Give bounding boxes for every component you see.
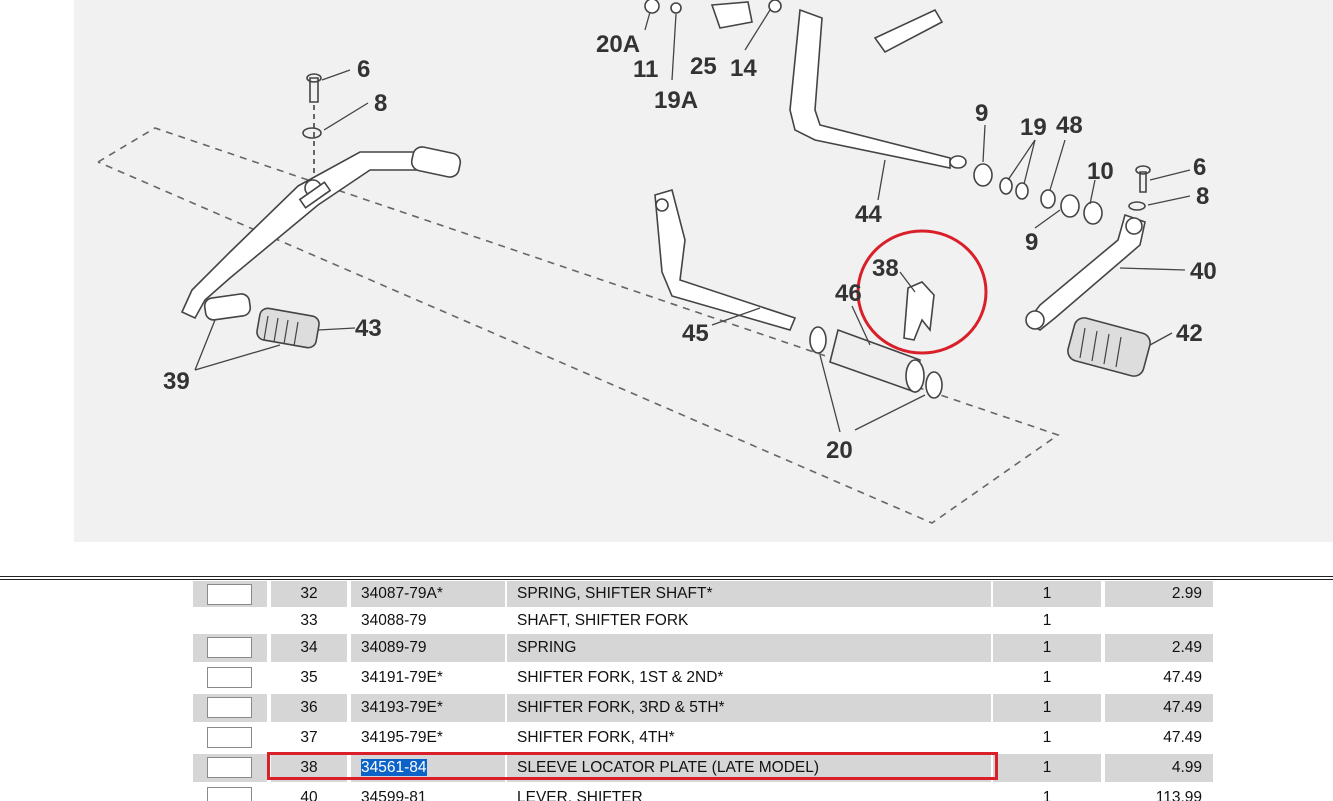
ref-number: 35 <box>300 669 318 686</box>
ref-number: 33 <box>300 612 318 629</box>
callout-label: 25 <box>690 53 717 80</box>
callout-label: 10 <box>1087 158 1114 185</box>
quantity-input[interactable] <box>207 584 252 605</box>
table-row: 37 34195-79E* SHIFTER FORK, 4TH* 1 47.49 <box>193 724 1213 752</box>
part-description: SHAFT, SHIFTER FORK <box>517 612 689 629</box>
part-quantity: 1 <box>1042 729 1052 746</box>
ref-number: 37 <box>300 729 318 746</box>
callout-label: 40 <box>1190 258 1217 285</box>
part-quantity: 1 <box>993 694 1101 722</box>
callout-label: 9 <box>975 100 988 127</box>
part-number: 34193-79E* <box>351 694 505 722</box>
callout-label: 6 <box>1193 154 1206 181</box>
part-quantity: 1 <box>993 754 1101 782</box>
callout-label: 14 <box>730 55 757 82</box>
part-number: 34089-79 <box>351 634 505 662</box>
callout-label: 20 <box>826 437 853 464</box>
callout-label: 39 <box>163 368 190 395</box>
parts-table: 32 34087-79A* SPRING, SHIFTER SHAFT* 1 2… <box>0 580 1333 801</box>
table-row: 33 34088-79 SHAFT, SHIFTER FORK 1 <box>193 608 1213 634</box>
part-number: 34195-79E* <box>361 729 443 746</box>
exploded-parts-diagram: 20A 11 25 14 19A 6 8 39 43 9 19 48 10 6 … <box>74 0 1333 542</box>
quantity-input[interactable] <box>207 667 252 688</box>
callout-label: 45 <box>682 320 709 347</box>
quantity-input[interactable] <box>207 637 252 658</box>
quantity-input[interactable] <box>207 757 252 778</box>
callout-label: 44 <box>855 201 882 228</box>
callout-label: 43 <box>355 315 382 342</box>
callout-label: 38 <box>872 255 899 282</box>
ref-number: 32 <box>271 581 347 607</box>
part-price: 113.99 <box>1155 789 1202 801</box>
callout-label: 9 <box>1025 229 1038 256</box>
part-description: SHIFTER FORK, 4TH* <box>517 729 675 746</box>
part-description: SHIFTER FORK, 3RD & 5TH* <box>507 694 991 722</box>
part-price: 4.99 <box>1105 754 1213 782</box>
diagram-drawing: 20A 11 25 14 19A 6 8 39 43 9 19 48 10 6 … <box>97 0 1217 524</box>
callout-label: 11 <box>633 56 658 83</box>
divider <box>0 579 1333 580</box>
part-price <box>1105 608 1213 634</box>
callout-label: 48 <box>1056 112 1083 139</box>
table-row: 32 34087-79A* SPRING, SHIFTER SHAFT* 1 2… <box>193 581 1213 607</box>
divider <box>0 576 1333 577</box>
part-quantity: 1 <box>1042 669 1052 686</box>
quantity-input[interactable] <box>207 787 252 801</box>
table-row: 34 34089-79 SPRING 1 2.49 <box>193 634 1213 662</box>
ref-number: 34 <box>271 634 347 662</box>
part-price: 47.49 <box>1105 694 1213 722</box>
part-number: 34087-79A* <box>351 581 505 607</box>
selected-part-number[interactable]: 34561-84 <box>361 759 427 776</box>
part-price: 2.99 <box>1105 581 1213 607</box>
part-price: 2.49 <box>1105 634 1213 662</box>
part-number: 34088-79 <box>361 612 427 629</box>
quantity-input[interactable] <box>207 697 252 718</box>
callout-label: 8 <box>1196 183 1209 210</box>
part-number: 34191-79E* <box>361 669 443 686</box>
part-description: LEVER, SHIFTER <box>517 789 643 801</box>
part-price: 47.49 <box>1163 729 1202 746</box>
part-quantity: 1 <box>1042 789 1052 801</box>
quantity-input[interactable] <box>207 727 252 748</box>
callout-label: 19A <box>654 87 698 114</box>
part-description: SPRING <box>507 634 991 662</box>
part-quantity: 1 <box>993 634 1101 662</box>
table-row: 35 34191-79E* SHIFTER FORK, 1ST & 2ND* 1… <box>193 664 1213 692</box>
ref-number: 40 <box>300 789 318 801</box>
part-description: SPRING, SHIFTER SHAFT* <box>507 581 991 607</box>
callout-label: 6 <box>357 56 370 83</box>
callout-label: 8 <box>374 90 387 117</box>
highlight-box <box>267 752 998 780</box>
callout-label: 20A <box>596 31 640 58</box>
callout-label: 46 <box>835 280 862 307</box>
part-number: 34599-81 <box>361 789 427 801</box>
table-row: 36 34193-79E* SHIFTER FORK, 3RD & 5TH* 1… <box>193 694 1213 722</box>
ref-number: 36 <box>271 694 347 722</box>
part-description: SHIFTER FORK, 1ST & 2ND* <box>517 669 724 686</box>
part-price: 47.49 <box>1163 669 1202 686</box>
callout-label: 42 <box>1176 320 1203 347</box>
table-row: 40 34599-81 LEVER, SHIFTER 1 113.99 <box>193 784 1213 801</box>
part-quantity: 1 <box>1042 612 1052 629</box>
callout-label: 19 <box>1020 114 1047 141</box>
part-quantity: 1 <box>993 581 1101 607</box>
